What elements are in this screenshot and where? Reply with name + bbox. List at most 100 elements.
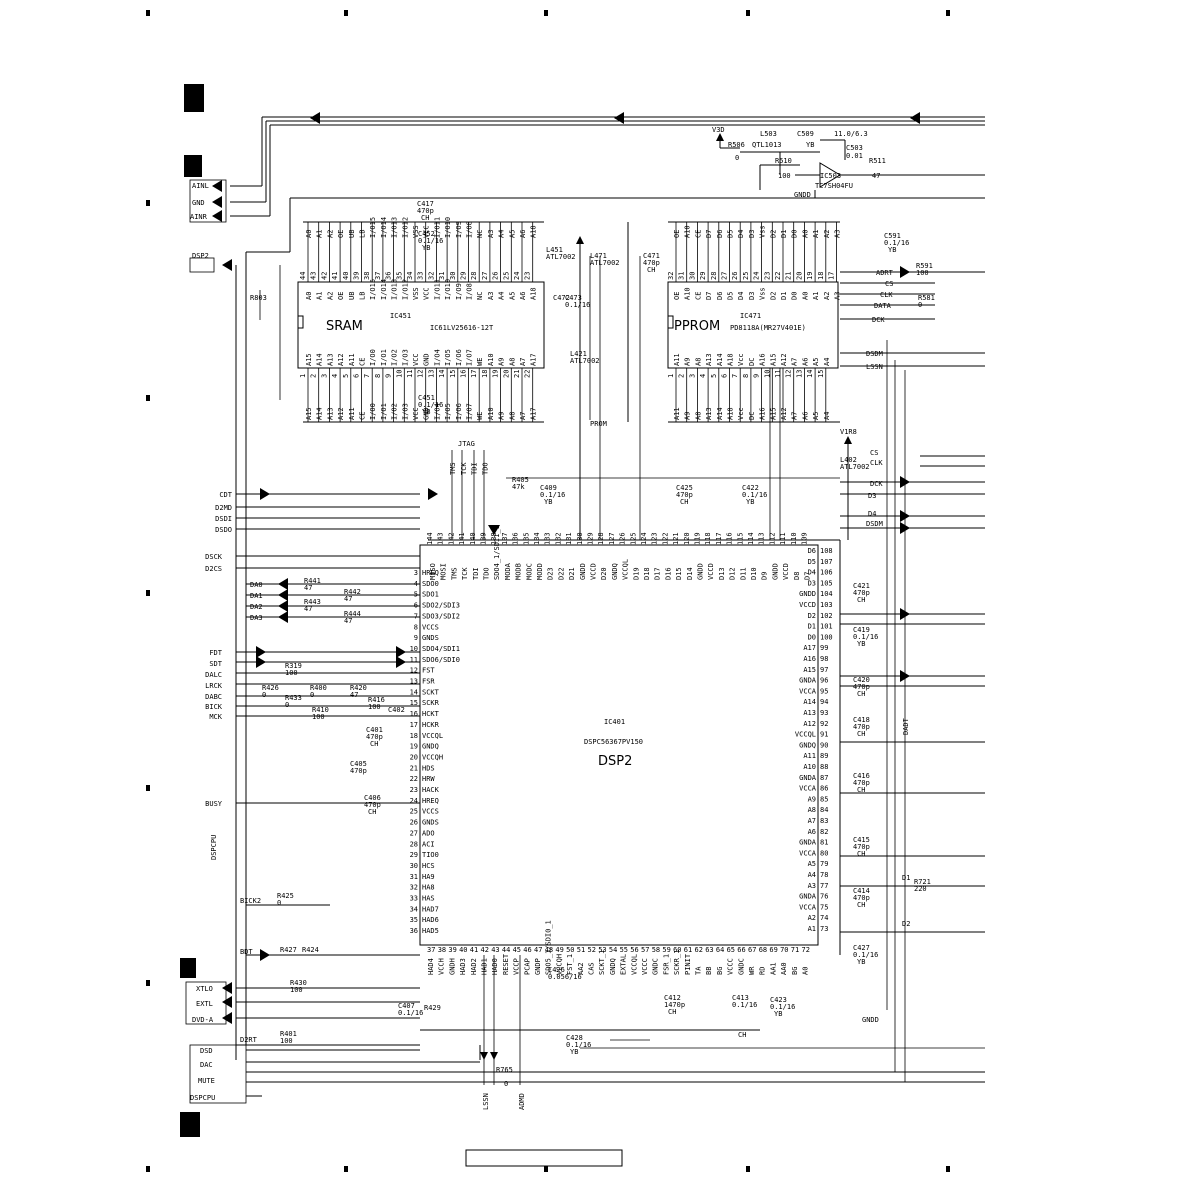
dsp-left-pin: HACK xyxy=(422,786,440,794)
dsp-bot-pin: EXTAL xyxy=(620,954,628,975)
dsp-bot-pin-num: 69 xyxy=(769,946,777,954)
pprom-top-net: D7 xyxy=(705,230,713,238)
sram-bot-pin: A13 xyxy=(326,353,334,366)
dsp-right-pin-num: 98 xyxy=(820,655,828,663)
dsp-bot-pin: FST_1 xyxy=(566,954,574,975)
left-signal-d2rt: D2RT xyxy=(240,1036,258,1044)
pprom-top-pin: OE xyxy=(673,292,681,300)
dsp-left-pin: HREQ xyxy=(422,569,439,577)
sram-bot-pin-num: 1 xyxy=(299,374,307,378)
svg-text:L503: L503 xyxy=(760,130,777,138)
dsp-bot-pin: GNDC xyxy=(737,958,745,975)
dsp-left-pin: GNDS xyxy=(422,634,439,642)
pprom-top-pin-num: 25 xyxy=(742,272,750,280)
dsp-bot-pin-num: 58 xyxy=(652,946,660,954)
dsp-top-pin: TMS xyxy=(450,567,458,580)
bottom-ch: CH xyxy=(738,1031,746,1039)
component-value: 100 xyxy=(280,1037,293,1045)
dsp-left-pin: VCCQL xyxy=(422,732,443,740)
dsp-top-pin-num: 109 xyxy=(801,532,809,545)
left-signal-dsck: DSCK xyxy=(205,553,223,561)
pprom-top-pin: A0 xyxy=(801,292,809,300)
sram-bot-pin: I/O2 xyxy=(391,349,399,366)
component-ref: C426 xyxy=(548,966,565,974)
pprom-bot-pin: A8 xyxy=(694,358,702,366)
dsp-bot-pin-num: 53 xyxy=(598,946,606,954)
svg-text:C509: C509 xyxy=(797,130,814,138)
pprom-top-pin: D4 xyxy=(737,292,745,300)
sram-part: IC61LV25616-12T xyxy=(430,324,494,332)
right-signal-cs: CS xyxy=(885,280,893,288)
component-value: 0 xyxy=(918,301,922,309)
dsp-bot-pin-num: 55 xyxy=(620,946,628,954)
component-ref: C407 xyxy=(398,1002,415,1010)
right-signal-dck: DCK xyxy=(872,316,885,324)
sram-bot-pin-num: 12 xyxy=(417,370,425,378)
sram-bot-net: A13 xyxy=(326,407,334,420)
dsp-top-pin: D14 xyxy=(686,567,694,580)
dsp-left-pin: ADO xyxy=(422,829,435,837)
sram-top-net: I/O14 xyxy=(380,217,388,238)
dsp-left-pin: HRW xyxy=(422,775,435,783)
pprom-bot-net: A5 xyxy=(812,412,820,420)
dsp-left-pin-num: 34 xyxy=(410,905,418,913)
component-ref: C421 xyxy=(853,582,870,590)
dsp-bot-pin: RD xyxy=(759,967,767,975)
sram-bot-pin: I/O0 xyxy=(369,349,377,366)
dsp-right-pin-num: 102 xyxy=(820,612,833,620)
clock-buffer-circuit xyxy=(716,133,985,198)
dsp-bot-pin-num: 50 xyxy=(566,946,574,954)
left-signal-dabc: DABC xyxy=(205,693,222,701)
left-signal-da1: DA1 xyxy=(250,592,263,600)
dsp-bot-pin: PCAP xyxy=(523,958,531,975)
sram-top-pin-num: 42 xyxy=(320,272,328,280)
sram-top-pin-num: 41 xyxy=(331,272,339,280)
bottom-r765v: 0 xyxy=(504,1080,508,1088)
dsp-bot-pin: HAD2 xyxy=(470,958,478,975)
component-value: 0.1/16 xyxy=(566,1041,591,1049)
component-ref: R441 xyxy=(304,577,321,585)
dsp-left-pin: SDO2/SDI3 xyxy=(422,602,460,610)
sram-top-pin: A1 xyxy=(316,292,324,300)
dsp-left-pin: HAD5 xyxy=(422,927,439,935)
svg-text:0.01: 0.01 xyxy=(846,152,863,160)
sram-bot-net: I/O6 xyxy=(455,403,463,420)
dsp-top-pin-num: 132 xyxy=(554,532,562,545)
dsp-ic401 xyxy=(419,539,841,955)
left-signal-da2: DA2 xyxy=(250,603,263,611)
sram-bot-net: WE xyxy=(476,412,484,420)
top-right-labels: V3D L503 QTL1013 R506 0 C509 11.0/6.3 C5… xyxy=(712,126,886,199)
dsp-bot-pin-num: 51 xyxy=(577,946,585,954)
dsp-top-pin: D19 xyxy=(632,567,640,580)
left-signal-d2cs: D2CS xyxy=(205,565,222,573)
sram-top-pin: I/O11 xyxy=(433,279,441,300)
pprom-top-pin-num: 32 xyxy=(667,272,675,280)
dsp-bot-pin-num: 66 xyxy=(737,946,745,954)
dsp-right-pin-num: 92 xyxy=(820,720,828,728)
pprom-bot-pin-num: 13 xyxy=(795,370,803,378)
dsp-right-pin: VCCA xyxy=(799,785,817,793)
sram-bot-net: VCC xyxy=(412,407,420,420)
pin-and-signal-labels: A044A0A143A1A242A2OE41OEUB40UBLB39LBI/O1… xyxy=(190,182,935,1110)
component-ref: R443 xyxy=(304,598,321,606)
pprom-top-pin: D7 xyxy=(705,292,713,300)
pprom-top-pin: CE xyxy=(694,292,702,300)
sram-bot-pin: A10 xyxy=(487,353,495,366)
component-ref: C425 xyxy=(676,484,693,492)
dsp-left-pin: ACI xyxy=(422,840,435,848)
dsp-bot-pin: TA xyxy=(695,966,703,975)
sram-bot-pin: CE xyxy=(359,358,367,366)
component-type: CH xyxy=(857,786,865,794)
connector-ainl: AINL xyxy=(192,182,209,190)
sram-top-net: OE xyxy=(337,230,345,238)
dsp-left-pin: TIO0 xyxy=(422,851,439,859)
dsp-right-pin: VCCA xyxy=(799,687,817,695)
pprom-bot-net: A14 xyxy=(716,407,724,420)
dsp-bot-pin-num: 41 xyxy=(470,946,478,954)
component-ref: C401 xyxy=(366,726,383,734)
sram-top-net: VCC xyxy=(423,225,431,238)
component-type: CH xyxy=(647,266,655,274)
pprom-bot-net: A16 xyxy=(759,407,767,420)
right-signal-lines xyxy=(840,266,985,1082)
sram-top-pin-num: 31 xyxy=(438,272,446,280)
